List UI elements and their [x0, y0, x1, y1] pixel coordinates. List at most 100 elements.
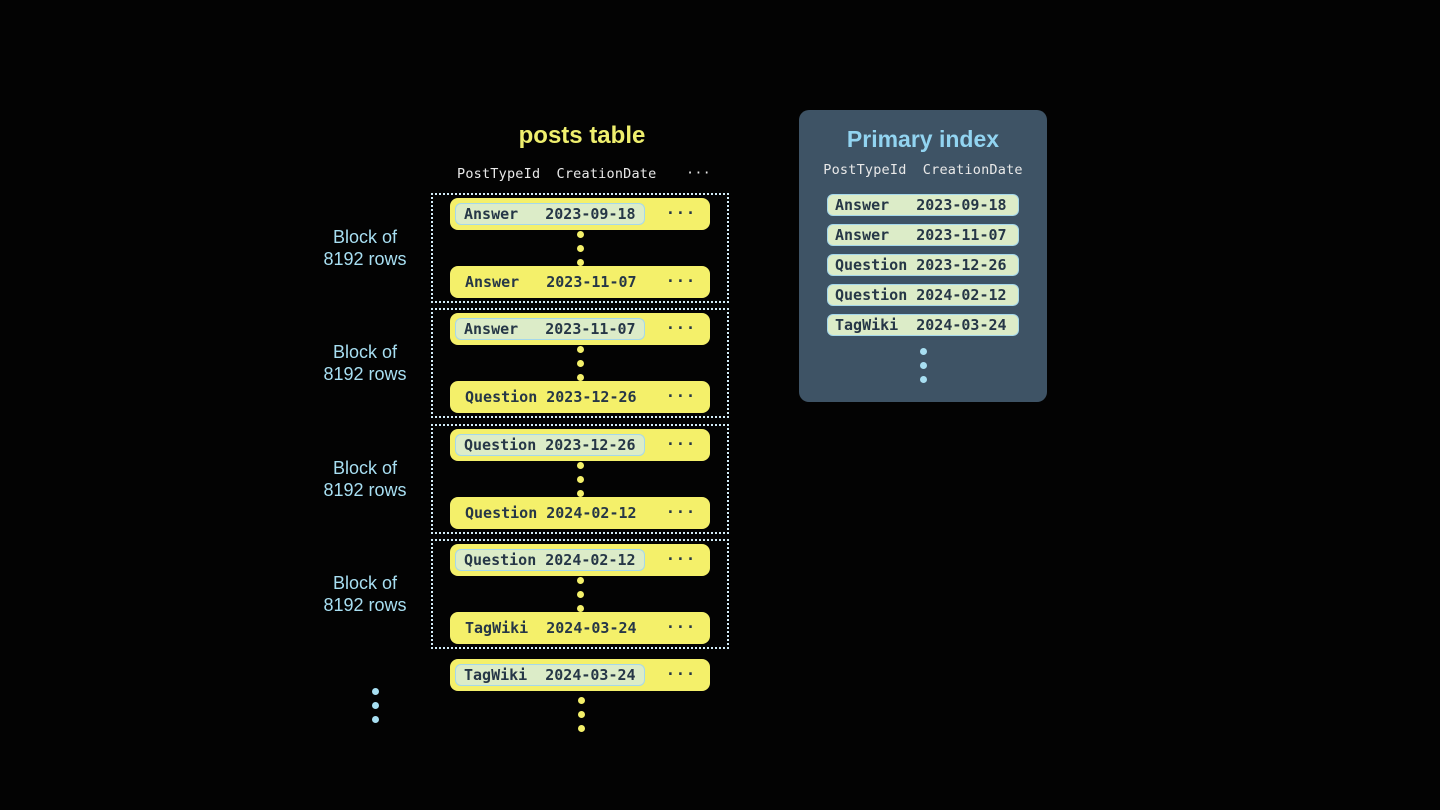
index-entry: Answer 2023-11-07 — [827, 224, 1019, 246]
posts-block-1: Answer 2023-09-18 ... Answer 2023-11-07 … — [431, 193, 729, 303]
dot-icon — [576, 604, 584, 612]
more-columns-ellipsis: ... — [686, 161, 711, 178]
block-label-3: Block of 8192 rows — [298, 424, 432, 534]
posttypeid-value: Answer — [835, 226, 890, 244]
omitted-rows-dots — [576, 230, 584, 266]
creationdate-value: 2024-02-12 — [545, 551, 636, 569]
posts-block-2: Answer 2023-11-07 ... Question 2023-12-2… — [431, 308, 729, 418]
creationdate-value: 2023-11-07 — [916, 226, 1007, 244]
indexed-key-highlight: Answer 2023-09-18 — [455, 203, 645, 225]
primary-index-entries: Answer 2023-09-18 Answer 2023-11-07 Ques… — [827, 194, 1019, 336]
block-label-line2: 8192 rows — [323, 480, 407, 500]
posttypeid-value: Answer — [835, 196, 890, 214]
posttypeid-value: Question — [464, 551, 537, 569]
posts-row: Question 2023-12-26 ... — [450, 381, 710, 413]
more-columns-ellipsis: ... — [665, 267, 696, 286]
omitted-rows-dots — [576, 576, 584, 612]
more-columns-ellipsis: ... — [665, 498, 696, 517]
posttypeid-value: Question — [464, 436, 537, 454]
posts-row: TagWiki 2024-03-24 ... — [450, 612, 710, 644]
primary-index-title: Primary index — [846, 126, 1000, 152]
dot-icon — [578, 711, 585, 718]
more-blocks-dots — [372, 688, 379, 723]
creationdate-value: 2024-03-24 — [545, 666, 636, 684]
dot-icon — [372, 716, 379, 723]
posttypeid-value: Answer — [465, 273, 520, 291]
omitted-rows-dots — [576, 345, 584, 381]
block-label-line1: Block of — [332, 342, 398, 362]
more-columns-ellipsis: ... — [665, 382, 696, 401]
dot-icon — [576, 359, 584, 367]
dot-icon — [576, 230, 584, 238]
block-label-line1: Block of — [332, 458, 398, 478]
block-label-4: Block of 8192 rows — [298, 539, 432, 649]
creationdate-value: 2023-09-18 — [545, 205, 636, 223]
posts-table-column-header: PostTypeId CreationDate ... — [457, 162, 711, 182]
posts-row: Answer 2023-09-18 ... — [450, 198, 710, 230]
creationdate-value: 2023-12-26 — [545, 436, 636, 454]
creationdate-value: 2024-03-24 — [916, 316, 1007, 334]
posttypeid-value: Answer — [464, 205, 519, 223]
block-label-line2: 8192 rows — [323, 595, 407, 615]
more-columns-ellipsis: ... — [665, 430, 696, 449]
dot-icon — [372, 702, 379, 709]
posts-row: Question 2024-02-12 ... — [450, 497, 710, 529]
more-index-entries-dots — [919, 348, 927, 383]
dot-icon — [576, 576, 584, 584]
block-label-1: Block of 8192 rows — [298, 193, 432, 303]
primary-index-column-header: PostTypeId CreationDate — [823, 162, 1022, 178]
posts-row: Question 2023-12-26 ... — [450, 429, 710, 461]
posttypeid-value: TagWiki — [835, 316, 899, 334]
block-label-line2: 8192 rows — [323, 249, 407, 269]
creationdate-value: 2023-12-26 — [916, 256, 1007, 274]
posttypeid-value: Question — [465, 504, 538, 522]
dot-icon — [576, 244, 584, 252]
posts-row: Answer 2023-11-07 ... — [450, 313, 710, 345]
dot-icon — [578, 725, 585, 732]
creationdate-value: 2023-11-07 — [545, 320, 636, 338]
posts-block-3: Question 2023-12-26 ... Question 2024-02… — [431, 424, 729, 534]
index-entry: TagWiki 2024-03-24 — [827, 314, 1019, 336]
dot-icon — [576, 475, 584, 483]
posts-block-4: Question 2024-02-12 ... TagWiki 2024-03-… — [431, 539, 729, 649]
block-label-2: Block of 8192 rows — [298, 308, 432, 418]
index-entry: Answer 2023-09-18 — [827, 194, 1019, 216]
posttypeid-value: TagWiki — [464, 666, 528, 684]
primary-index-panel: Primary index PostTypeId CreationDate An… — [799, 110, 1047, 402]
dot-icon — [919, 348, 927, 355]
column-label-posttypeid: PostTypeId — [823, 162, 907, 178]
block-label-line2: 8192 rows — [323, 364, 407, 384]
dot-icon — [919, 376, 927, 383]
indexed-key-highlight: Answer 2023-11-07 — [455, 318, 645, 340]
dot-icon — [576, 461, 584, 469]
dot-icon — [372, 688, 379, 695]
block-label-line1: Block of — [332, 573, 398, 593]
indexed-key-highlight: TagWiki 2024-03-24 — [455, 664, 645, 686]
creationdate-value: 2024-02-12 — [546, 504, 637, 522]
indexed-key-highlight: Question 2023-12-26 — [455, 434, 645, 456]
posttypeid-value: TagWiki — [465, 619, 529, 637]
more-columns-ellipsis: ... — [665, 199, 696, 218]
block-label-line1: Block of — [332, 227, 398, 247]
dot-icon — [576, 590, 584, 598]
omitted-rows-dots — [576, 461, 584, 497]
posts-row: Question 2024-02-12 ... — [450, 544, 710, 576]
dot-icon — [919, 362, 927, 369]
posts-table-title: posts table — [518, 122, 646, 149]
dot-icon — [576, 489, 584, 497]
creationdate-value: 2023-11-07 — [546, 273, 637, 291]
dot-icon — [578, 697, 585, 704]
index-entry: Question 2023-12-26 — [827, 254, 1019, 276]
posttypeid-value: Question — [465, 388, 538, 406]
creationdate-value: 2024-03-24 — [546, 619, 637, 637]
posttypeid-value: Question — [835, 286, 908, 304]
indexed-key-highlight: Question 2024-02-12 — [455, 549, 645, 571]
dot-icon — [576, 258, 584, 266]
creationdate-value: 2023-12-26 — [546, 388, 637, 406]
creationdate-value: 2024-02-12 — [916, 286, 1007, 304]
more-columns-ellipsis: ... — [665, 545, 696, 564]
more-columns-ellipsis: ... — [665, 314, 696, 333]
posts-row-trailing: TagWiki 2024-03-24 ... — [450, 659, 710, 691]
dot-icon — [576, 345, 584, 353]
